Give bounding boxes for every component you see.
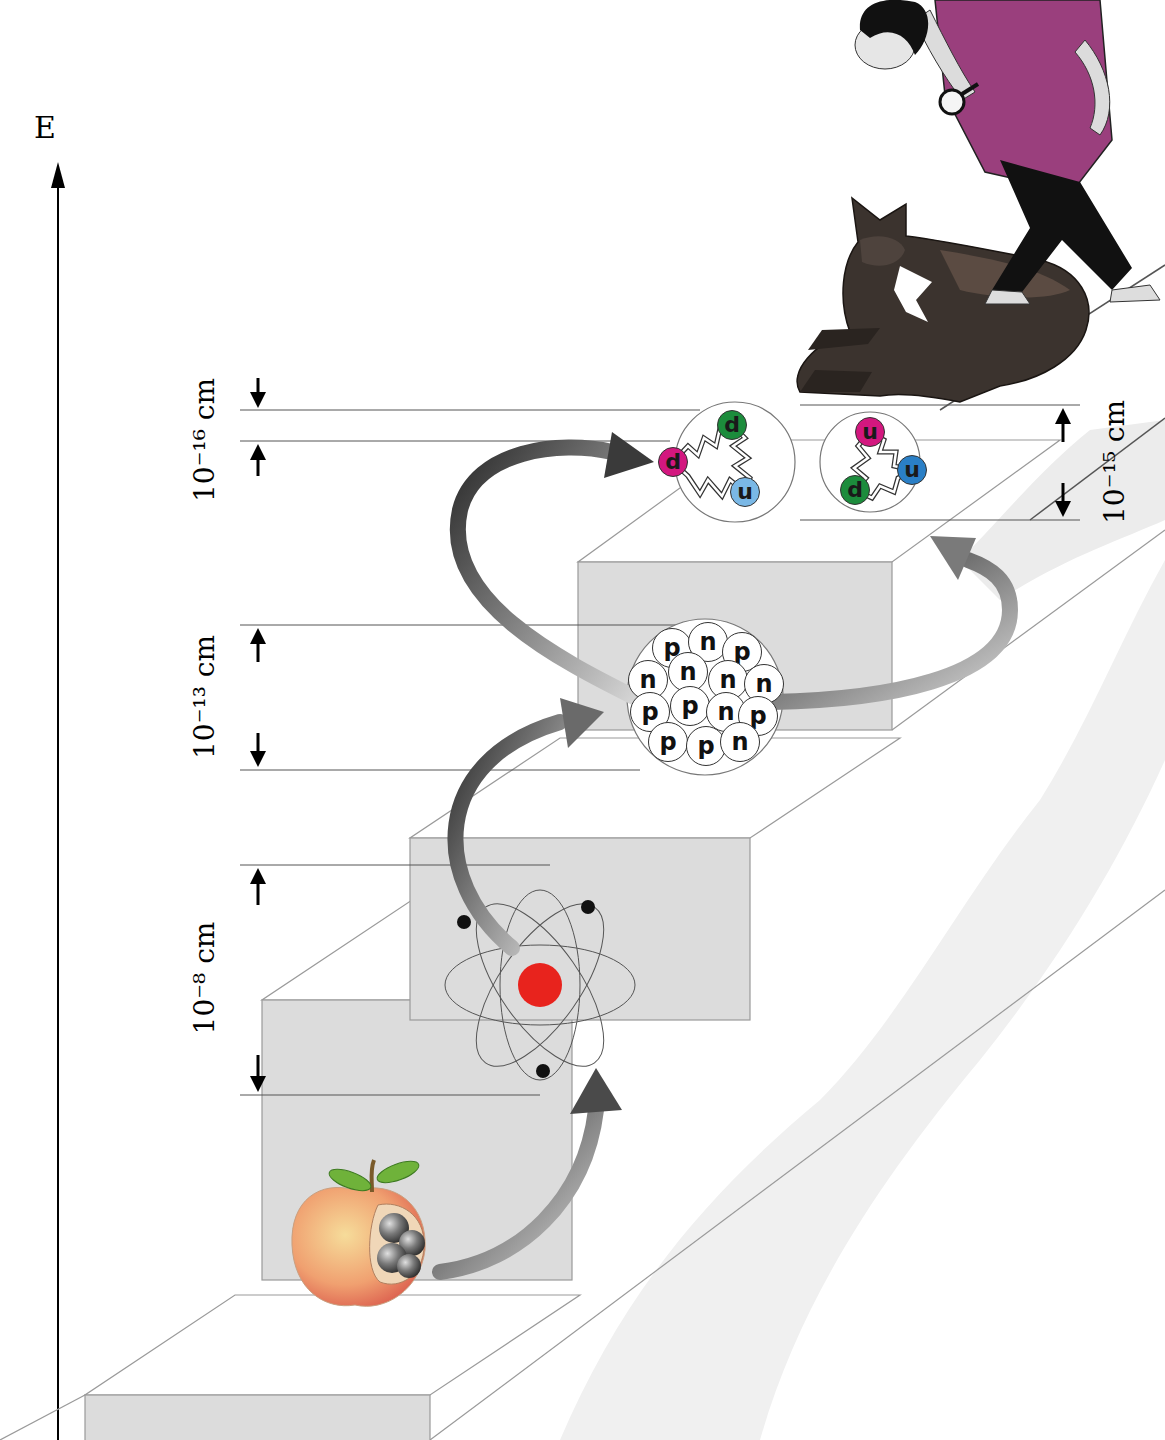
dimension-label: 10⁻¹³ cm [191,635,219,759]
nucleon-letter: n [679,660,696,684]
dimension-line [240,1095,540,1096]
woman-torso [935,0,1112,192]
quark-circle: d [658,447,688,477]
stair-edge [1030,418,1165,520]
nucleon-letter: p [697,734,714,758]
dimension-line [240,410,700,411]
zoom-arrowhead [604,432,654,478]
dimension-arrow [1055,408,1071,424]
cat-paw [808,328,880,350]
zoom-arrowhead [570,1068,622,1114]
proton-circle [820,412,920,512]
dimension-label: 10⁻¹⁵ cm [1101,400,1129,524]
cat-chest [894,266,932,322]
zoom-arrowhead [560,698,604,748]
axis-label: E [34,113,56,143]
nucleon-letter: p [749,704,766,728]
nucleon-letter: p [733,640,750,664]
nucleon-letter: n [731,730,748,754]
neutron-circle [675,402,795,522]
nucleon-letter: n [699,630,716,654]
zoom-arrow [440,1110,596,1272]
nucleon-letter: p [681,694,698,718]
dimension-line [800,520,1080,521]
energy-axis [57,180,59,1440]
electron [457,915,471,929]
nucleon-letter: n [719,668,736,692]
quark-circle: u [730,477,760,507]
woman-hair [860,0,928,55]
dimension-arrow [1055,501,1071,517]
nucleon-letter: n [639,668,656,692]
dimension-label: 10⁻¹⁶ cm [191,378,219,502]
woman-shoe [985,290,1030,304]
cat-head [860,236,905,265]
stair-tread [578,440,1060,562]
stair-edge [0,1395,85,1440]
quark-letter: d [665,451,681,473]
dimension-arrow [250,392,266,408]
nucleon-letter: n [717,700,734,724]
zoom-arrow [772,560,1010,702]
electron [536,1064,550,1078]
apple-illustration [292,1187,425,1306]
dimension-line [240,441,670,442]
dimension-arrow [250,868,266,884]
stair-edge [892,530,1165,730]
stair-tread [85,1295,580,1395]
atom-sphere [397,1254,421,1278]
quark-circle: d [840,475,870,505]
zoom-arrow [455,722,560,948]
dimension-line [240,625,700,626]
atom-orbit [500,890,580,1080]
atomic-nucleus [518,963,562,1007]
woman-shoe [1110,285,1160,302]
dimension-label: 10⁻⁸ cm [191,922,219,1035]
nucleon-circle: n [720,722,760,762]
apple-stem [372,1160,375,1192]
quark-letter: u [737,481,753,503]
nucleon-circle: p [670,686,710,726]
nucleon-letter: n [755,672,772,696]
quark-letter: d [724,414,740,436]
nucleon-letter: p [659,730,676,754]
zoom-arrowhead [930,536,976,580]
zoom-arrow [458,448,640,700]
dimension-line [800,405,1080,406]
magnifying-glass [940,90,964,114]
magnifying-glass [962,84,978,94]
woman-legs [992,160,1132,292]
quark-letter: u [862,421,878,443]
cat-paw [800,370,872,392]
quark-circle: d [717,410,747,440]
electron [581,900,595,914]
dimension-line [240,865,550,866]
nucleon-circle: p [648,722,688,762]
dimension-arrow [250,444,266,460]
dimension-arrow [250,1076,266,1092]
stair-step [85,1395,430,1440]
nucleus-outline [627,619,783,775]
quark-circle: u [855,417,885,447]
atom-orbit [445,945,635,1025]
axis-arrowhead [51,162,65,188]
quark-letter: u [904,459,920,481]
apple-cutout [370,1204,424,1284]
nucleon-letter: p [641,700,658,724]
dimension-arrow [250,628,266,644]
apple-leaf [327,1165,374,1195]
quark-circle: u [897,455,927,485]
woman-arm [1075,40,1110,135]
dimension-arrow [250,751,266,767]
quark-letter: d [847,479,863,501]
dimension-line [240,770,640,771]
apple-leaf [375,1157,422,1187]
